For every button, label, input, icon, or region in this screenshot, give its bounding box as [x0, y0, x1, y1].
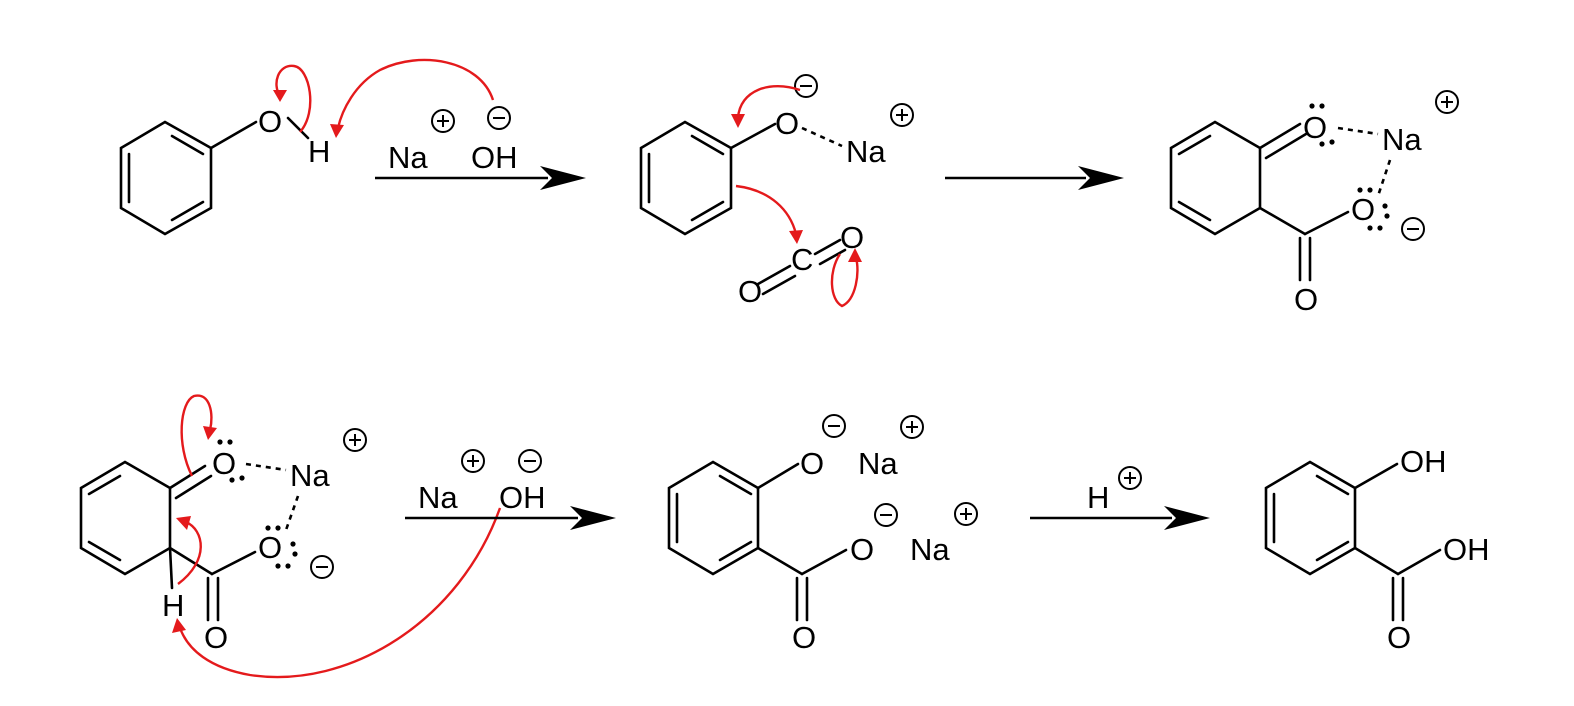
phenoxide-oxygen: O — [800, 446, 824, 481]
negative-charge-icon — [1401, 217, 1425, 241]
benzene-ring — [1264, 460, 1357, 576]
co2-oxygen-right: O — [840, 220, 864, 255]
intermediate-structure-2: O Na O O H — [79, 428, 367, 655]
benzene-ring — [667, 460, 760, 576]
negative-charge-icon — [310, 555, 334, 579]
positive-charge-icon — [1118, 466, 1142, 490]
negative-charge-icon — [794, 74, 818, 98]
ketone-oxygen: O — [1303, 110, 1327, 145]
reagent-proton: H — [1087, 480, 1109, 515]
benzene-ring — [119, 120, 213, 236]
sodium-ion: Na — [290, 458, 330, 493]
sodium-ion-1: Na — [858, 446, 898, 481]
alpha-hydrogen: H — [162, 588, 184, 623]
phenol-hydroxyl: OH — [1400, 444, 1447, 479]
positive-charge-icon — [1435, 90, 1459, 114]
carboxylate-oxygen: O — [850, 532, 874, 567]
ketone-oxygen: O — [212, 446, 236, 481]
disodium-salicylate-structure: O Na O Na O — [667, 414, 978, 655]
carbon-dioxide-structure: O C O — [738, 220, 864, 309]
sodium-ion: Na — [846, 134, 886, 169]
carbonyl-oxygen: O — [792, 620, 816, 655]
electron-arrow-ch-bond-to-ring — [176, 516, 202, 585]
positive-charge-icon — [343, 428, 367, 452]
electron-arrow-oh-bond-to-oxygen — [273, 64, 312, 133]
reagent-hydroxide: OH — [499, 480, 546, 515]
negative-charge-icon — [487, 106, 511, 130]
carboxylate-oxygen: O — [258, 530, 282, 565]
sodium-phenoxide-structure: O Na — [639, 74, 914, 236]
phenol-structure: O H — [119, 104, 330, 236]
carbonyl-oxygen: O — [1387, 620, 1411, 655]
positive-charge-icon — [431, 109, 455, 133]
sodium-ion: Na — [1382, 122, 1422, 157]
co2-carbon: C — [791, 242, 813, 277]
positive-charge-icon — [954, 502, 978, 526]
electron-arrow-co-bond-to-oxygen-2 — [180, 394, 217, 477]
phenol-oxygen: O — [258, 104, 282, 139]
electron-arrow-oxygen-to-ring — [731, 85, 801, 128]
intermediate-structure: O Na O O — [1169, 90, 1459, 317]
carbonyl-oxygen: O — [204, 620, 228, 655]
co2-oxygen-left: O — [738, 274, 762, 309]
positive-charge-icon — [461, 449, 485, 473]
benzene-ring — [639, 120, 733, 236]
cyclohexadienone-ring — [79, 460, 172, 576]
cyclohexadienone-ring — [1169, 120, 1262, 236]
carboxylate-oxygen: O — [1351, 192, 1375, 227]
negative-charge-icon — [518, 449, 542, 473]
phenoxide-oxygen: O — [775, 106, 799, 141]
salicylic-acid-structure: OH OH O — [1264, 444, 1490, 655]
reagent-sodium: Na — [388, 140, 428, 175]
negative-charge-icon — [874, 503, 898, 527]
electron-arrow-hydroxide-to-hydrogen-2 — [172, 507, 502, 679]
reagent-hydroxide: OH — [471, 140, 518, 175]
positive-charge-icon — [890, 103, 914, 127]
positive-charge-icon — [900, 415, 924, 439]
carbonyl-oxygen: O — [1294, 282, 1318, 317]
sodium-ion-2: Na — [910, 532, 950, 567]
reagent-sodium: Na — [418, 480, 458, 515]
electron-arrow-ring-to-carbon — [735, 184, 803, 244]
reaction-arrow-2 — [945, 166, 1124, 190]
phenol-hydrogen: H — [308, 134, 330, 169]
reaction-arrow-4: H — [1030, 466, 1210, 530]
reaction-arrow-3: Na OH — [405, 449, 616, 530]
reaction-arrow-1: Na OH — [375, 106, 586, 190]
electron-arrow-hydroxide-to-hydrogen — [330, 58, 495, 138]
negative-charge-icon — [822, 414, 846, 438]
electron-arrow-co-bond-to-oxygen — [830, 248, 862, 308]
carboxylic-hydroxyl: OH — [1443, 532, 1490, 567]
